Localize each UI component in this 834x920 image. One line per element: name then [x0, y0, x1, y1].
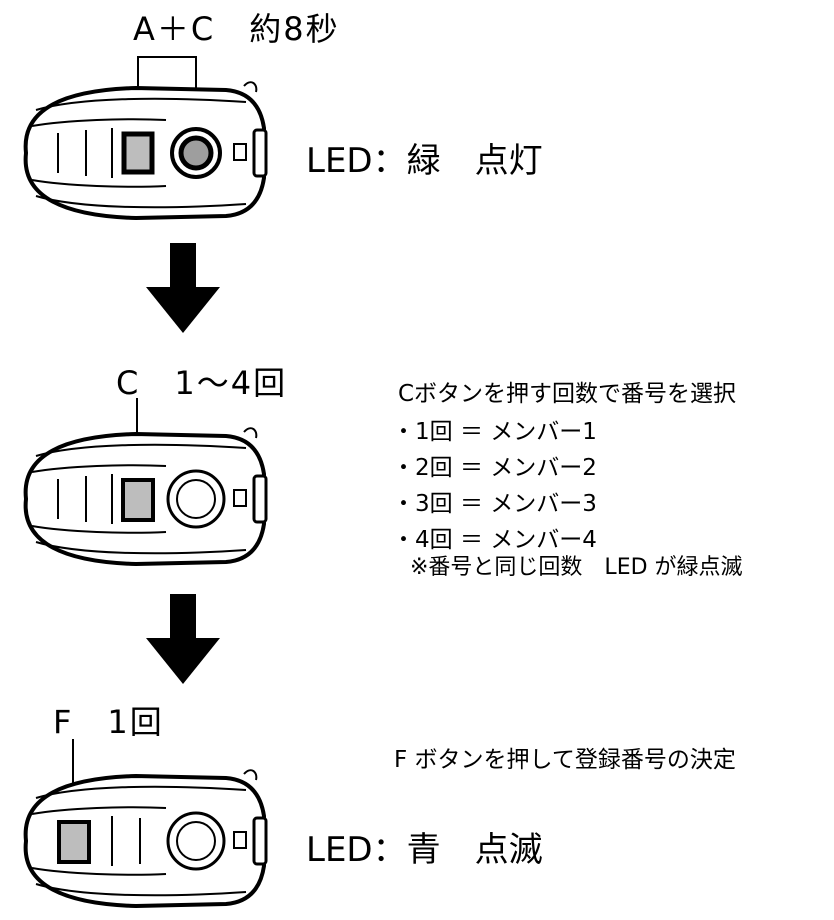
step3-press-label: F 1回	[53, 703, 164, 741]
step2-item-3: ・3回 ＝ メンバー3	[392, 491, 597, 517]
device-step1-illustration	[23, 81, 268, 221]
step2-note: ※番号と同じ回数 LED が緑点滅	[410, 555, 743, 580]
step1-led-status: LED：緑 点灯	[306, 141, 543, 181]
button-a	[121, 131, 155, 175]
step2-press-label: C 1～4回	[116, 364, 288, 402]
step1-combo-label: A＋C 約8秒	[133, 10, 340, 48]
button-f-highlight	[57, 820, 91, 864]
device-step3-illustration	[23, 769, 268, 909]
down-arrow-icon	[146, 594, 220, 684]
step2-item-2: ・2回 ＝ メンバー2	[392, 455, 597, 481]
step2-instruction: Cボタンを押す回数で番号を選択	[398, 381, 737, 407]
step3-led-status: LED：青 点滅	[306, 830, 543, 870]
button-c-highlight	[121, 478, 155, 522]
step2-item-1: ・1回 ＝ メンバー1	[392, 419, 597, 445]
device-step2-illustration	[23, 427, 268, 567]
step2-item-4: ・4回 ＝ メンバー4	[392, 527, 597, 553]
step3-instruction: F ボタンを押して登録番号の決定	[394, 747, 736, 773]
down-arrow-icon	[146, 243, 220, 333]
